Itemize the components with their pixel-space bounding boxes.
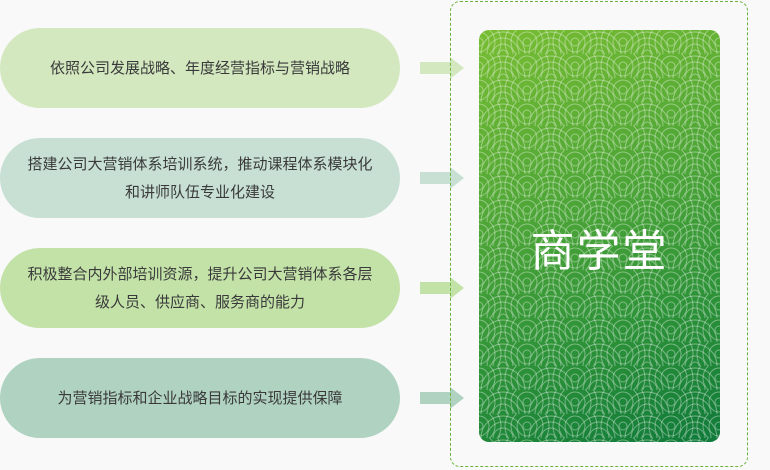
- goal-pill-2: 搭建公司大营销体系培训系统，推动课程体系模块化和讲师队伍专业化建设: [0, 138, 400, 218]
- dashed-container: [450, 1, 748, 467]
- goal-pill-3: 积极整合内外部培训资源，提升公司大营销体系各层级人员、供应商、服务商的能力: [0, 248, 400, 328]
- arrow-right-icon: [420, 167, 464, 189]
- wave-pattern-icon: [479, 30, 720, 442]
- business-school-panel: 商学堂: [479, 30, 720, 442]
- goal-text-1: 依照公司发展战略、年度经营指标与营销战略: [49, 59, 350, 77]
- goal-text-2: 搭建公司大营销体系培训系统，推动课程体系模块化和讲师队伍专业化建设: [27, 155, 373, 201]
- goal-text-3: 积极整合内外部培训资源，提升公司大营销体系各层级人员、供应商、服务商的能力: [27, 265, 373, 311]
- arrow-right-icon: [420, 387, 464, 409]
- goal-pill-4: 为营销指标和企业战略目标的实现提供保障: [0, 358, 400, 438]
- arrow-right-icon: [420, 277, 464, 299]
- panel-title: 商学堂: [530, 226, 669, 277]
- goal-text-4: 为营销指标和企业战略目标的实现提供保障: [57, 389, 343, 407]
- arrow-right-icon: [420, 57, 464, 79]
- goal-pill-1: 依照公司发展战略、年度经营指标与营销战略: [0, 28, 400, 108]
